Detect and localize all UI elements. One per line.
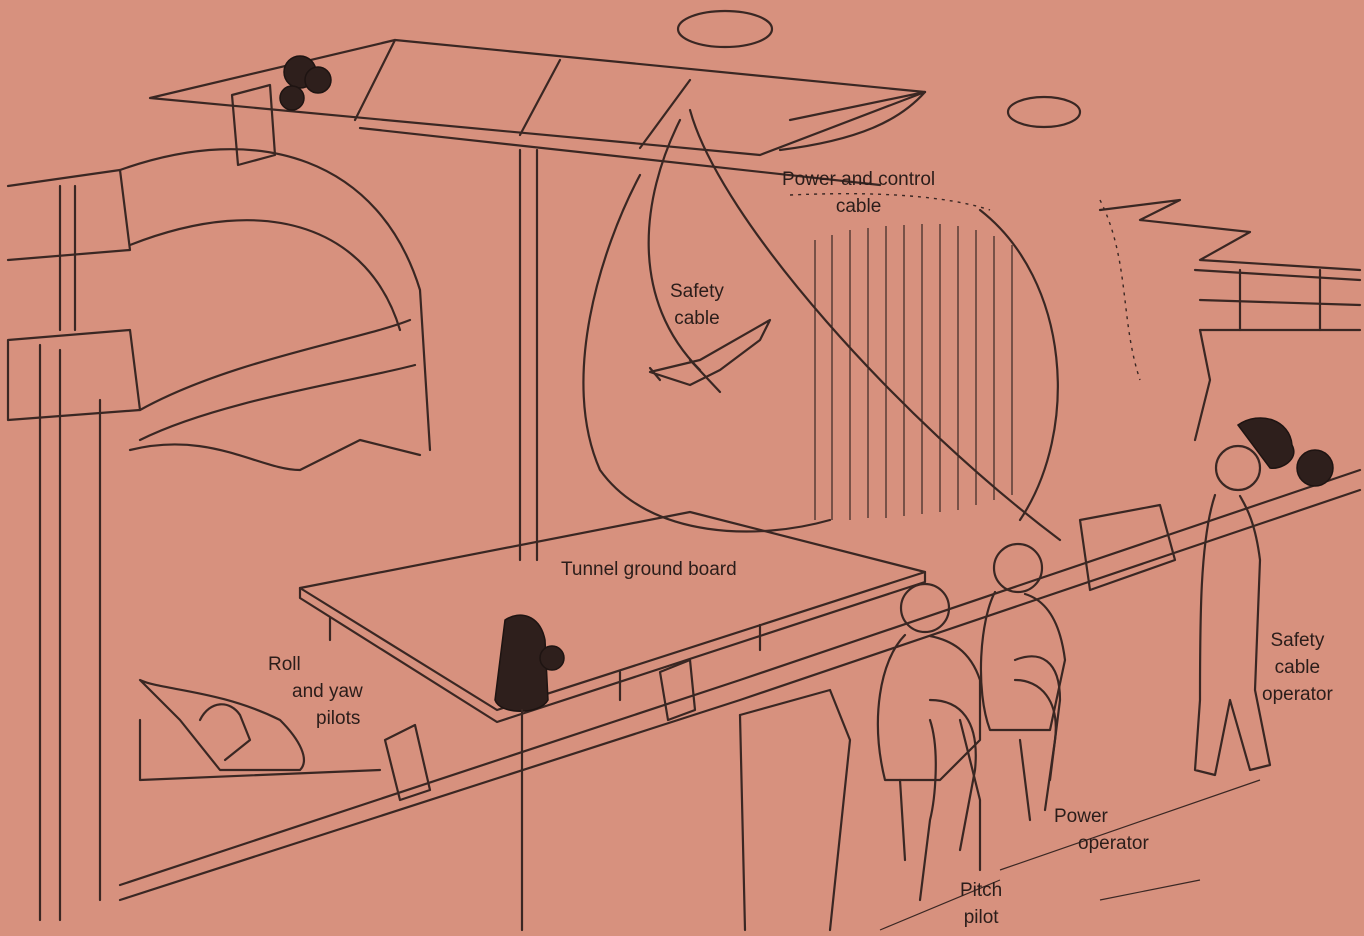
safety-cable-label: Safety cable [670, 278, 724, 332]
label-line: Pitch [960, 877, 1002, 904]
power-operator-label: Power operator [1054, 803, 1149, 857]
label-line: and yaw [292, 678, 363, 705]
ceiling-light [678, 11, 772, 47]
tunnel-ground-board-label: Tunnel ground board [561, 556, 737, 583]
label-line: pilots [316, 705, 363, 732]
label-line: cable [1262, 654, 1333, 681]
label-line: operator [1262, 681, 1333, 708]
roll-yaw-pilots-label: Roll and yaw pilots [268, 651, 363, 732]
safety-cable-operator-label: Safety cable operator [1262, 627, 1333, 708]
label-line: Safety [1262, 627, 1333, 654]
label-line: cable [782, 193, 935, 220]
label-line: Power [1054, 803, 1149, 830]
label-line: Safety [670, 278, 724, 305]
label-line: Roll [268, 651, 363, 678]
safety-cable-line [649, 120, 700, 370]
power-control-cable-label: Power and control cable [782, 166, 935, 220]
pitch-pilot-label: Pitch pilot [960, 877, 1002, 931]
tunnel-outer-structure [1100, 200, 1360, 440]
turning-vanes [583, 175, 1057, 532]
label-line: pilot [960, 904, 1002, 931]
ceiling-light [1008, 97, 1080, 127]
label-line: operator [1078, 830, 1149, 857]
pitch-pilot-figure [878, 584, 980, 860]
label-line: cable [670, 305, 724, 332]
chair [920, 720, 980, 900]
tripod-camera [495, 615, 564, 930]
safety-cable-operator-figure [1195, 418, 1333, 775]
label-line: Power and control [782, 166, 935, 193]
